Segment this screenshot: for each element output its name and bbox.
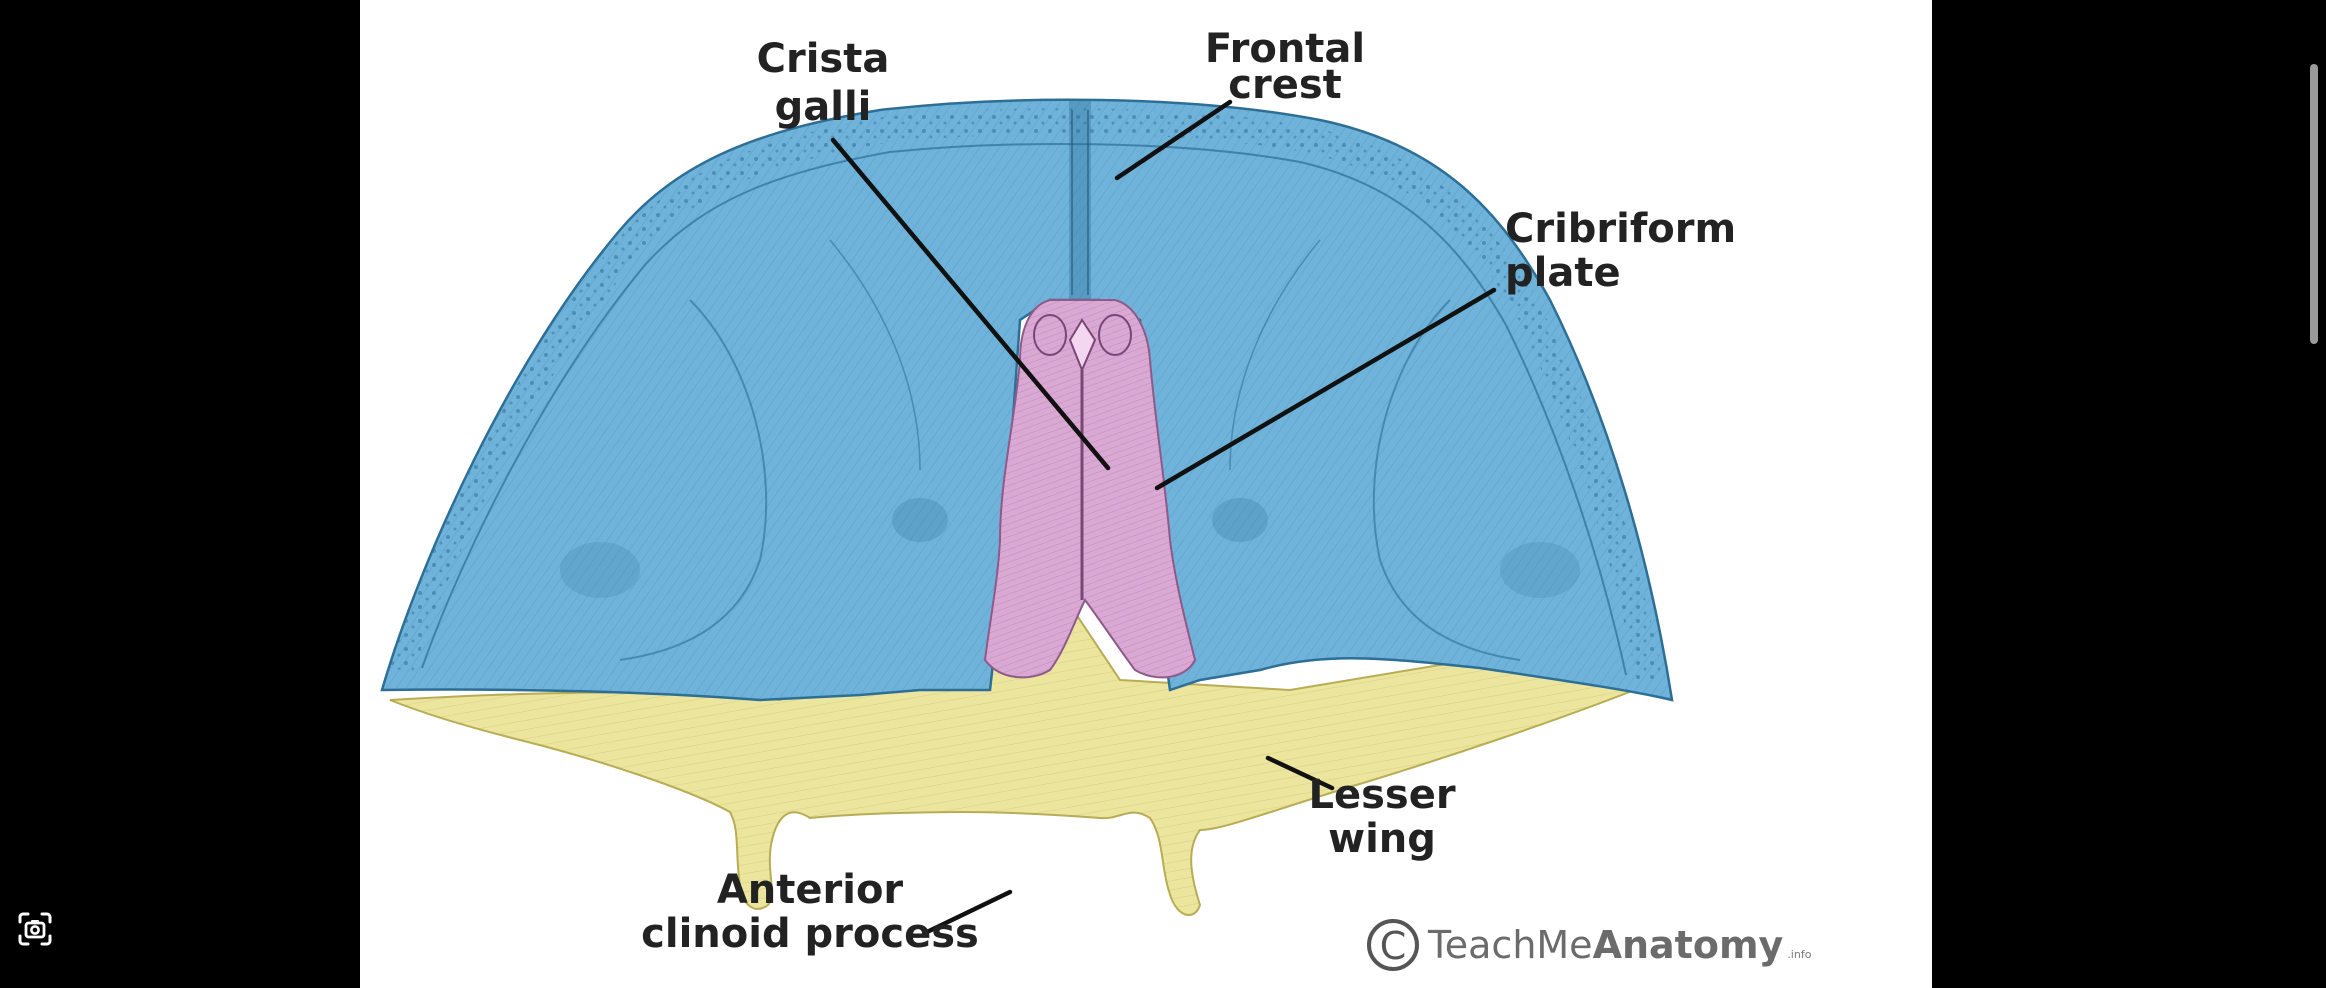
label-cribriform-plate: Cribriform plate — [1505, 206, 1736, 296]
watermark-brand-bold: Anatomy — [1593, 923, 1784, 967]
camera-icon — [18, 912, 52, 946]
image-panel: Crista galli Frontal crest Cribriform pl… — [360, 0, 1932, 988]
crista-galli-label-line2: galli — [775, 84, 872, 130]
watermark-brand-text: TeachMeAnatomy.info — [1427, 923, 1812, 967]
vertical-scrollbar[interactable] — [2310, 60, 2320, 350]
label-lesser-wing: Lesser wing — [1308, 772, 1455, 862]
lesser-wing-label-line2: wing — [1328, 816, 1436, 862]
label-frontal-crest: Frontal crest — [1205, 26, 1365, 108]
sphenoid-lesser-wing-region — [389, 588, 1661, 916]
anterior-clinoid-label-line2: clinoid process — [641, 911, 979, 957]
lesser-wing-leader — [1265, 755, 1335, 791]
frontal-crest-label-line1: Frontal — [1205, 26, 1365, 72]
cribriform-plate-label-line2: plate — [1505, 250, 1621, 296]
frontal-crest-label-line2: crest — [1228, 62, 1342, 108]
copyright-circle-icon — [1367, 919, 1419, 971]
label-anterior-clinoid-process: Anterior clinoid process — [641, 867, 979, 957]
anterior-clinoid-label-line1: Anterior — [717, 867, 904, 913]
frontal-bone-region — [380, 98, 1674, 702]
anterior-cranial-fossa-diagram: Crista galli Frontal crest Cribriform pl… — [380, 26, 1812, 971]
watermark-brand-suffix: .info — [1787, 948, 1811, 961]
screenshot-button[interactable] — [12, 906, 58, 952]
teachmeanatomy-watermark: C TeachMeAnatomy.info — [1367, 919, 1812, 971]
label-crista-galli: Crista galli — [757, 36, 890, 130]
crista-galli-label-line1: Crista — [757, 36, 890, 82]
lesser-wing-label-line1: Lesser — [1308, 772, 1455, 818]
watermark-brand-regular: TeachMe — [1427, 923, 1593, 967]
cribriform-plate-label-line1: Cribriform — [1505, 206, 1736, 252]
ethmoid-cribriform-region — [983, 299, 1197, 679]
crista-galli-leader — [830, 137, 1111, 471]
copyright-symbol: C — [1380, 924, 1407, 968]
scrollbar-thumb[interactable] — [2310, 64, 2318, 344]
cribriform-plate-leader — [1154, 287, 1497, 491]
anterior-clinoid-leader — [924, 889, 1013, 935]
frontal-crest-leader — [1114, 99, 1233, 181]
